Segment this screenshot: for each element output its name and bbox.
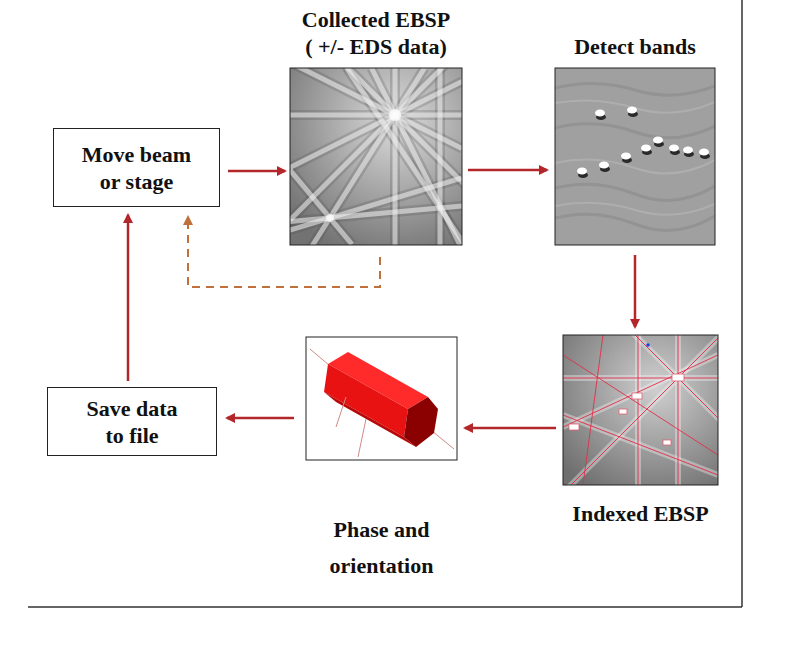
flow-arrow	[468, 169, 547, 172]
process-box: Save data to file	[47, 387, 217, 456]
crystal-prism	[306, 337, 457, 460]
panel-heading: Detect bands	[558, 33, 713, 60]
hough-transform	[555, 68, 715, 245]
flow-arrow	[228, 170, 285, 173]
flow-arrow	[227, 417, 294, 420]
box-label: Save data to file	[78, 395, 186, 449]
dashed-arrow	[188, 217, 380, 287]
process-box: Move beam or stage	[53, 128, 220, 207]
flow-arrow	[465, 427, 556, 430]
panel-heading: Collected EBSP ( +/- EDS data)	[299, 6, 454, 60]
image-panel: Phase and orientation	[306, 337, 457, 584]
frame-line	[28, 606, 742, 608]
panel-caption: Indexed EBSP	[563, 499, 718, 529]
image-panel: Collected EBSP ( +/- EDS data)	[290, 6, 462, 245]
flow-arrow	[127, 215, 130, 381]
image-panel: Detect bands	[555, 33, 715, 245]
frame-line	[741, 0, 743, 607]
panel-caption: Phase and orientation	[306, 512, 457, 584]
box-label: Move beam or stage	[77, 141, 197, 195]
indexed-pattern	[553, 263, 733, 495]
flow-arrow	[634, 255, 637, 327]
image-panel: Indexed EBSP	[563, 335, 718, 529]
